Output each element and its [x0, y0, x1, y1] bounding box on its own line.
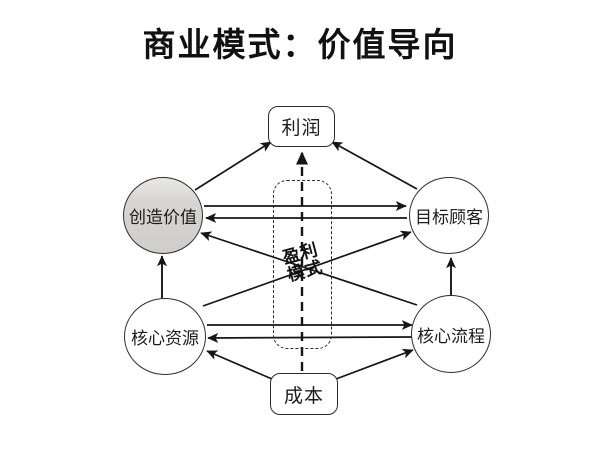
node-create-value-label: 创造价值	[129, 208, 197, 227]
node-profit: 利润	[268, 106, 335, 147]
node-target-customer-label: 目标顾客	[415, 208, 483, 227]
profit-model-dashed-box	[273, 180, 332, 349]
arrow-cost-to-core-resources	[206, 350, 273, 380]
node-target-customer: 目标顾客	[409, 177, 489, 254]
node-profit-label: 利润	[281, 118, 322, 139]
node-create-value: 创造价值	[123, 177, 203, 254]
arrow-cost-to-core-process	[335, 348, 414, 380]
arrow-target-customer-to-profit	[331, 141, 418, 190]
node-core-process-label: 核心流程	[417, 326, 485, 346]
arrow-create-value-to-profit	[194, 141, 272, 191]
node-core-resources: 核心资源	[124, 298, 206, 375]
node-cost: 成本	[270, 373, 338, 415]
node-core-process: 核心流程	[411, 295, 491, 373]
node-cost-label: 成本	[283, 385, 324, 407]
page-title: 商业模式：价值导向	[142, 28, 458, 64]
node-core-resources-label: 核心资源	[131, 329, 199, 348]
